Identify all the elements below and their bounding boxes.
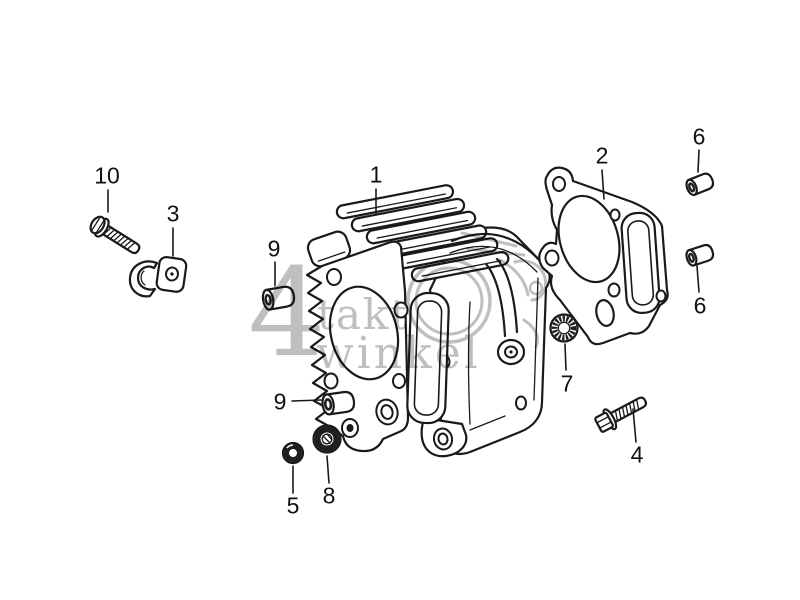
cylinder-drawing [305,184,551,458]
callout-1-cylinder: 1 [369,161,383,188]
gasket-chain-slot [620,211,661,315]
seal-7-drawing [549,313,579,343]
callout-9-plug-lower: 9 [273,388,287,415]
cam-chain-slot [406,291,450,425]
plug-9-upper-drawing [261,285,296,311]
callout-8-seal-ring: 8 [322,482,336,509]
callout-9-plug-upper: 9 [267,235,281,262]
clamp-3-drawing [128,256,188,298]
callout-7-seal: 7 [560,370,574,397]
callout-3-clamp: 3 [166,200,180,227]
callout-4-bolt: 4 [630,441,644,468]
callout-10-screw: 10 [94,162,120,189]
seal-8-drawing [312,424,342,454]
oring-5-drawing [281,441,305,465]
leader-lines [107,149,700,494]
pin-6-top-drawing [685,172,715,197]
gasket-drawing [538,166,669,346]
callout-2-gasket: 2 [595,142,609,169]
callout-6-pin-bottom: 6 [693,292,707,319]
callout-6-pin-top: 6 [692,123,706,150]
bolt-4-drawing [594,396,648,433]
pin-6-bottom-drawing [685,243,715,267]
screw-10-drawing [89,215,141,255]
plug-9-lower-drawing [321,390,356,416]
callout-5-oring: 5 [286,492,300,519]
